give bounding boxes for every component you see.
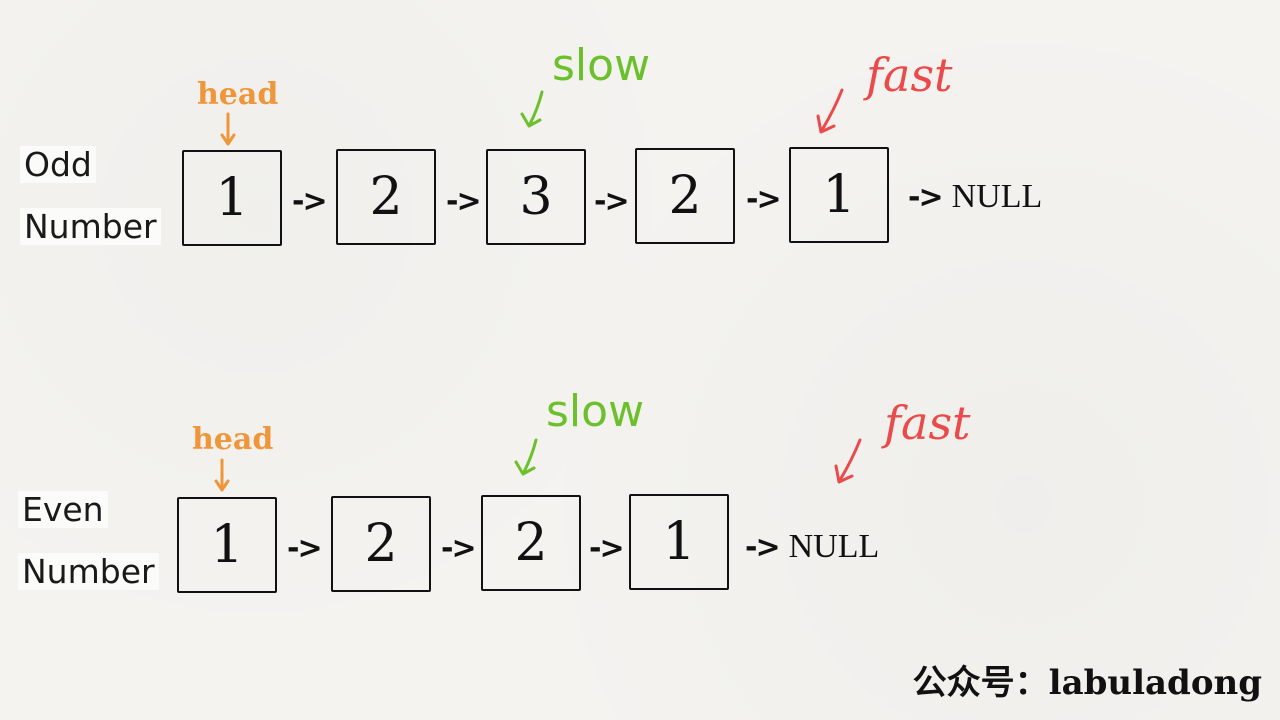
odd-node-5: 1 bbox=[789, 147, 889, 243]
next-arrow: -> bbox=[287, 531, 323, 566]
even-head-pointer-arrow bbox=[214, 458, 230, 492]
even-row-label-line2: Number bbox=[18, 553, 159, 590]
next-arrow: -> bbox=[292, 184, 328, 219]
node-value: 2 bbox=[364, 514, 398, 574]
next-arrow: -> bbox=[589, 531, 625, 566]
next-arrow: -> bbox=[746, 182, 782, 217]
odd-slow-pointer-arrow bbox=[520, 90, 544, 128]
node-value: 1 bbox=[210, 515, 244, 575]
next-arrow: -> bbox=[745, 530, 781, 565]
odd-fast-label: fast bbox=[866, 48, 953, 102]
node-value: 1 bbox=[822, 165, 856, 225]
even-head-label: head bbox=[192, 422, 274, 457]
even-row-label-line1: Even bbox=[18, 491, 108, 528]
null-text: NULL bbox=[788, 528, 880, 565]
odd-fast-pointer-arrow bbox=[816, 88, 844, 134]
node-value: 2 bbox=[668, 166, 702, 226]
even-node-4: 1 bbox=[629, 494, 729, 590]
even-node-1: 1 bbox=[177, 497, 277, 593]
next-arrow: -> bbox=[446, 184, 482, 219]
next-arrow: -> bbox=[908, 180, 944, 215]
even-slow-label: slow bbox=[546, 386, 645, 437]
next-arrow: -> bbox=[594, 184, 630, 219]
even-fast-label: fast bbox=[884, 396, 971, 450]
odd-node-1: 1 bbox=[182, 150, 282, 246]
odd-node-2: 2 bbox=[336, 149, 436, 245]
odd-null-terminator: ->NULL bbox=[908, 178, 1042, 216]
null-text: NULL bbox=[951, 178, 1043, 215]
odd-row-label-line2: Number bbox=[20, 208, 161, 245]
node-value: 3 bbox=[519, 167, 553, 227]
next-arrow: -> bbox=[441, 531, 477, 566]
watermark: 公众号：labuladong bbox=[912, 663, 1262, 703]
node-value: 1 bbox=[662, 512, 696, 572]
even-node-3: 2 bbox=[481, 495, 581, 591]
even-null-terminator: ->NULL bbox=[745, 528, 879, 566]
node-value: 2 bbox=[514, 513, 548, 573]
even-node-2: 2 bbox=[331, 496, 431, 592]
odd-node-4: 2 bbox=[635, 148, 735, 244]
odd-head-pointer-arrow bbox=[220, 112, 236, 146]
node-value: 2 bbox=[369, 167, 403, 227]
even-fast-pointer-arrow bbox=[834, 438, 862, 484]
node-value: 1 bbox=[215, 168, 249, 228]
odd-row-label-line1: Odd bbox=[20, 146, 96, 183]
even-slow-pointer-arrow bbox=[514, 438, 538, 476]
odd-slow-label: slow bbox=[552, 40, 651, 91]
odd-head-label: head bbox=[197, 77, 279, 112]
odd-node-3: 3 bbox=[486, 149, 586, 245]
